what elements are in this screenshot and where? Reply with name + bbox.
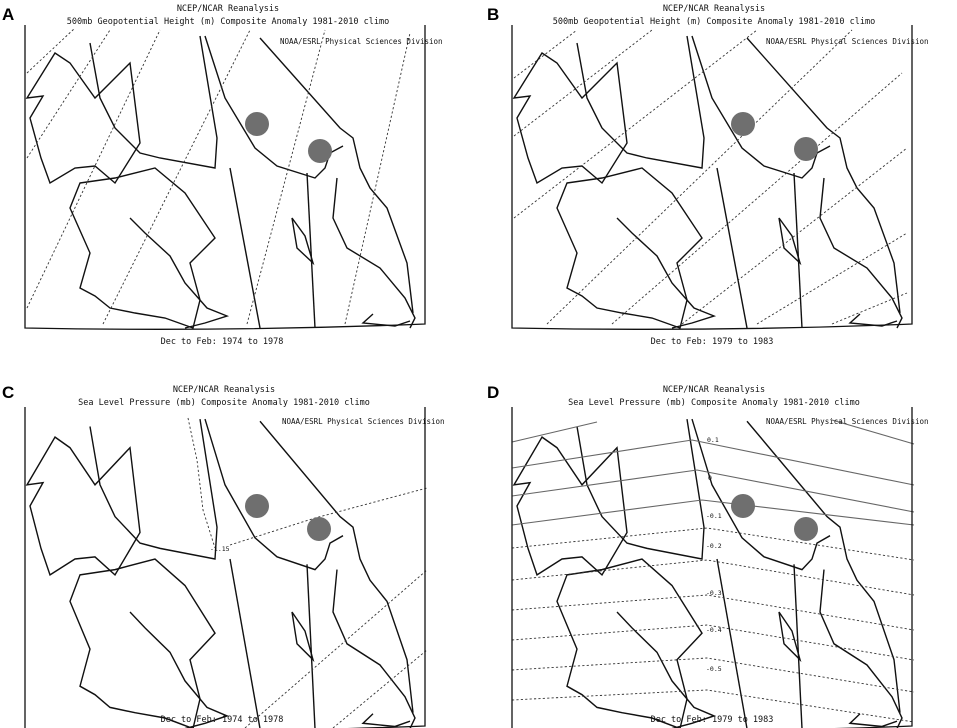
panel-c: -1.15 xyxy=(24,406,428,728)
panel-a-contour-4 xyxy=(102,29,251,325)
panel-b-title: 500mb Geopotential Height (m) Composite … xyxy=(553,17,875,27)
panel-b-contour-7 xyxy=(756,232,908,325)
panel-a-site-marker-2 xyxy=(308,139,332,163)
panel-d-contour-m0p4 xyxy=(511,594,915,631)
panel-a-credit: NOAA/ESRL Physical Sciences Division xyxy=(280,37,443,46)
panel-d-contour-0 xyxy=(511,469,915,513)
panel-b-letter: B xyxy=(487,5,499,24)
panel-b-coastline xyxy=(513,35,903,329)
panel-a-letter: A xyxy=(2,5,14,24)
panel-b-dataset: NCEP/NCAR Reanalysis xyxy=(663,4,765,14)
panel-b-contour-6 xyxy=(681,147,908,325)
panel-d: 0.1 0 -0.1 -0.2 -0.3 -0.4 -0.5 xyxy=(511,406,915,728)
panel-a-period: Dec to Feb: 1974 to 1978 xyxy=(161,337,284,347)
panel-a-site-marker-1 xyxy=(245,112,269,136)
panel-c-contour-3 xyxy=(244,569,428,728)
panel-d-period: Dec to Feb: 1979 to 1983 xyxy=(651,715,774,725)
panel-b-contour-1 xyxy=(513,29,578,79)
panel-d-dataset: NCEP/NCAR Reanalysis xyxy=(663,385,765,395)
panel-a-title: 500mb Geopotential Height (m) Composite … xyxy=(67,17,389,27)
panel-c-site-marker-1 xyxy=(245,494,269,518)
panel-d-contour-m0p6 xyxy=(511,657,915,693)
panel-b-site-marker-1 xyxy=(731,112,755,136)
panel-a-contour-6 xyxy=(344,32,411,325)
panel-c-site-marker-2 xyxy=(307,517,331,541)
panel-b xyxy=(511,24,913,330)
panel-c-frame xyxy=(24,406,426,728)
panel-d-credit: NOAA/ESRL Physical Sciences Division xyxy=(766,417,929,426)
panel-d-contour-label-m0p5: -0.5 xyxy=(706,665,722,673)
panel-d-site-marker-1 xyxy=(731,494,755,518)
panel-c-contour-label: -1.15 xyxy=(210,545,230,553)
panel-a-coastline xyxy=(26,35,416,329)
panel-b-contour-2 xyxy=(513,29,653,137)
panel-d-contour-m0p2 xyxy=(511,527,915,561)
panel-b-contour-5 xyxy=(611,72,903,325)
panel-b-site-marker-2 xyxy=(794,137,818,161)
panel-d-letter: D xyxy=(487,383,499,402)
panel-a-dataset: NCEP/NCAR Reanalysis xyxy=(177,4,279,14)
panel-d-contour-m0p7 xyxy=(511,689,915,723)
panel-d-contour-label-m0p4: -0.4 xyxy=(706,626,722,634)
panel-a-map xyxy=(24,24,426,330)
panel-d-contour-m0p1 xyxy=(511,499,915,526)
panel-c-letter: C xyxy=(2,383,14,402)
panel-a-contour-1 xyxy=(26,27,76,74)
panel-d-contour-pos-2 xyxy=(831,419,915,445)
panel-b-contour-4 xyxy=(546,29,853,325)
panel-d-frame xyxy=(511,406,913,728)
panel-b-contour-3 xyxy=(513,29,758,219)
panel-a xyxy=(24,24,426,330)
panel-c-title: Sea Level Pressure (mb) Composite Anomal… xyxy=(78,398,370,408)
panel-d-contour-label-m0p2: -0.2 xyxy=(706,542,722,550)
panel-a-contour-2 xyxy=(26,29,111,159)
panel-b-credit: NOAA/ESRL Physical Sciences Division xyxy=(766,37,929,46)
panel-d-coastline xyxy=(513,418,903,728)
panel-b-contour-8 xyxy=(831,292,908,325)
panel-c-dataset: NCEP/NCAR Reanalysis xyxy=(173,385,275,395)
panel-d-contour-0p1 xyxy=(511,439,915,486)
panel-d-contour-m0p5 xyxy=(511,624,915,661)
panel-c-period: Dec to Feb: 1974 to 1978 xyxy=(161,715,284,725)
panel-c-credit: NOAA/ESRL Physical Sciences Division xyxy=(282,417,445,426)
panel-d-contour-label-0p1: 0.1 xyxy=(707,436,719,444)
panel-d-contour-label-m0p1: -0.1 xyxy=(706,512,722,520)
panel-d-site-marker-2 xyxy=(794,517,818,541)
panel-d-contour-label-0: 0 xyxy=(708,474,712,482)
panel-b-period: Dec to Feb: 1979 to 1983 xyxy=(651,337,774,347)
panel-d-contour-pos-1 xyxy=(511,421,598,443)
panel-a-contour-3 xyxy=(26,29,161,309)
panel-d-title: Sea Level Pressure (mb) Composite Anomal… xyxy=(568,398,860,408)
panel-d-contour-label-m0p3: -0.3 xyxy=(706,589,722,597)
panel-c-coastline xyxy=(26,418,416,728)
panel-c-contour-1 xyxy=(187,417,216,549)
panel-c-contour-4 xyxy=(332,649,428,728)
panel-d-contour-m0p3 xyxy=(511,559,915,596)
